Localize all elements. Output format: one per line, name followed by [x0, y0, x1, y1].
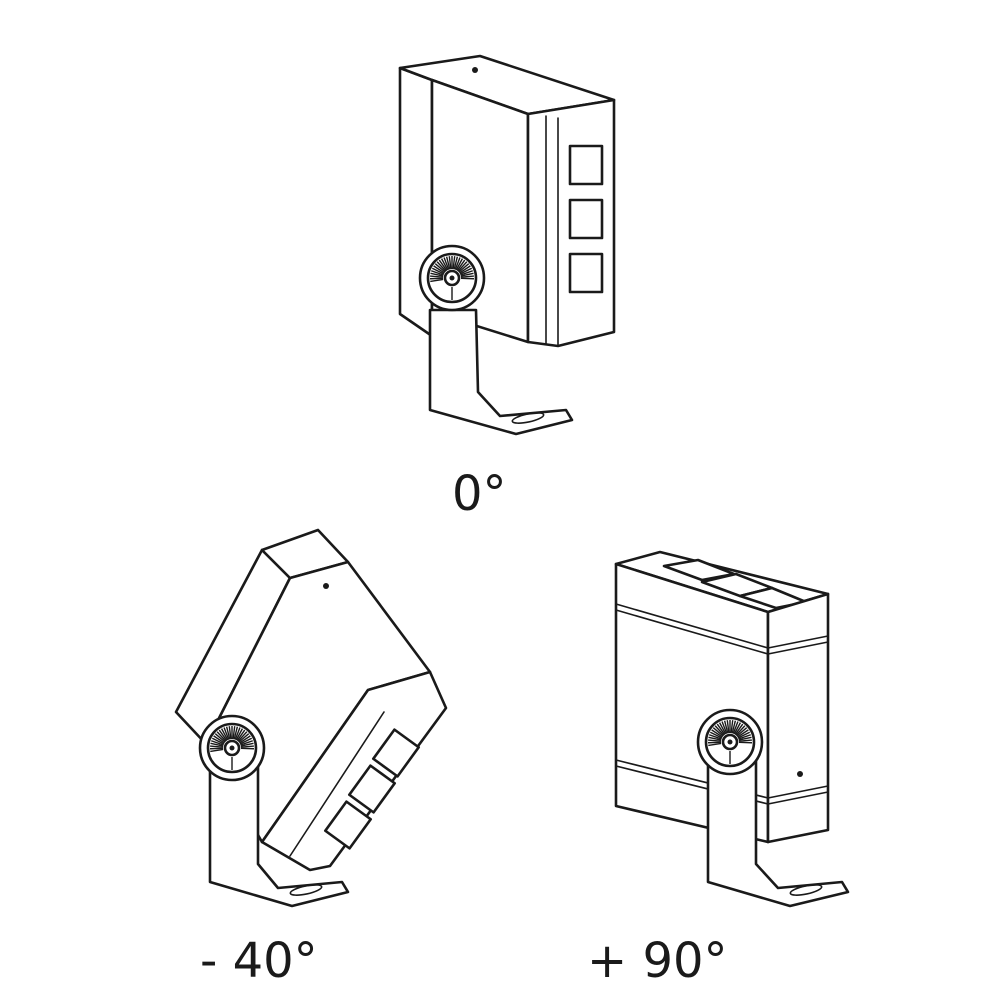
- knob-tick: [440, 258, 449, 271]
- knob-tick: [708, 742, 722, 747]
- fixture-minus-40-degrees: [174, 528, 448, 908]
- knob-tick: [714, 725, 725, 736]
- knob-tick: [459, 267, 473, 275]
- knob-tick: [225, 726, 231, 740]
- knob-tick: [239, 735, 251, 744]
- knob-tick: [431, 270, 444, 276]
- knob-tick: [430, 275, 444, 278]
- knob-tick: [709, 734, 722, 740]
- knob-tick: [235, 728, 244, 741]
- knob-tick: [708, 739, 722, 742]
- knob-tick: [726, 720, 730, 734]
- knob-tick: [211, 740, 224, 746]
- knob-tick: [220, 728, 229, 741]
- knob-tick: [238, 733, 250, 743]
- knob-tick: [443, 257, 450, 270]
- knob-tick: [240, 740, 253, 746]
- knob-tick: [456, 259, 466, 272]
- knob-tick: [731, 720, 737, 734]
- knob-tick: [223, 727, 230, 740]
- knob-tick: [239, 737, 253, 745]
- knob-tick: [458, 263, 470, 273]
- knob-tick: [210, 745, 224, 748]
- knob-tick: [430, 272, 444, 277]
- knob-tick: [708, 736, 722, 741]
- knob-tick: [459, 265, 471, 274]
- knob-tick: [460, 272, 474, 277]
- knob-tick: [709, 731, 723, 739]
- knob-tick: [236, 729, 246, 742]
- knob-tick: [218, 729, 228, 742]
- knob-tick: [711, 729, 723, 738]
- knob-tick: [455, 258, 464, 271]
- knob-tick: [453, 256, 459, 270]
- knob-tick: [723, 720, 729, 734]
- knob-tick: [431, 267, 445, 275]
- knob-tick: [734, 723, 744, 736]
- knob-tick: [214, 733, 226, 743]
- knob-tick: [712, 727, 724, 737]
- knob-tick: [721, 721, 728, 734]
- knob-tick: [436, 261, 447, 272]
- knob-tick: [737, 731, 751, 739]
- knob-tick: [730, 720, 734, 734]
- knob-tick: [233, 726, 239, 740]
- knob-tick: [445, 256, 451, 270]
- tilt-knob-p90: [696, 708, 764, 776]
- angle-label-0: 0°: [452, 466, 507, 522]
- knob-tick: [434, 263, 446, 273]
- fixture-plus-90-degrees: [614, 550, 850, 908]
- knob-tick: [213, 735, 225, 744]
- angle-label-m40: - 40°: [200, 933, 318, 989]
- knob-tick: [454, 257, 461, 270]
- knob-tick: [460, 270, 473, 276]
- knob-tick: [736, 727, 748, 737]
- knob-tick: [733, 722, 742, 735]
- knob-tick: [718, 722, 727, 735]
- knob-tick: [210, 742, 224, 747]
- knob-tick: [716, 723, 726, 736]
- knob-tick: [737, 729, 749, 738]
- tilt-knob-0: [418, 244, 486, 312]
- knob-tick: [237, 731, 248, 742]
- knob-tick: [457, 261, 468, 272]
- knob-tick: [448, 256, 452, 270]
- knob-tick: [433, 265, 445, 274]
- knob-tick: [430, 278, 444, 283]
- knob-tick: [234, 727, 241, 740]
- knob-tick: [738, 739, 752, 742]
- knob-tick: [452, 256, 456, 270]
- angle-label-p90: + 90°: [587, 933, 728, 989]
- knob-tick: [735, 725, 746, 736]
- knob-tick: [210, 748, 224, 753]
- knob-tick: [738, 736, 752, 741]
- knob-tick: [438, 259, 448, 272]
- knob-tick: [216, 731, 227, 742]
- knob-tick: [240, 742, 254, 747]
- fixture-0-degrees: [398, 54, 616, 436]
- knob-tick: [211, 737, 225, 745]
- knob-tick: [228, 726, 232, 740]
- tilt-knob-m40: [198, 714, 266, 782]
- knob-tick: [732, 721, 739, 734]
- knob-tick: [460, 275, 474, 278]
- knob-tick: [738, 734, 751, 740]
- knob-tick: [240, 745, 254, 748]
- knob-tick: [232, 726, 236, 740]
